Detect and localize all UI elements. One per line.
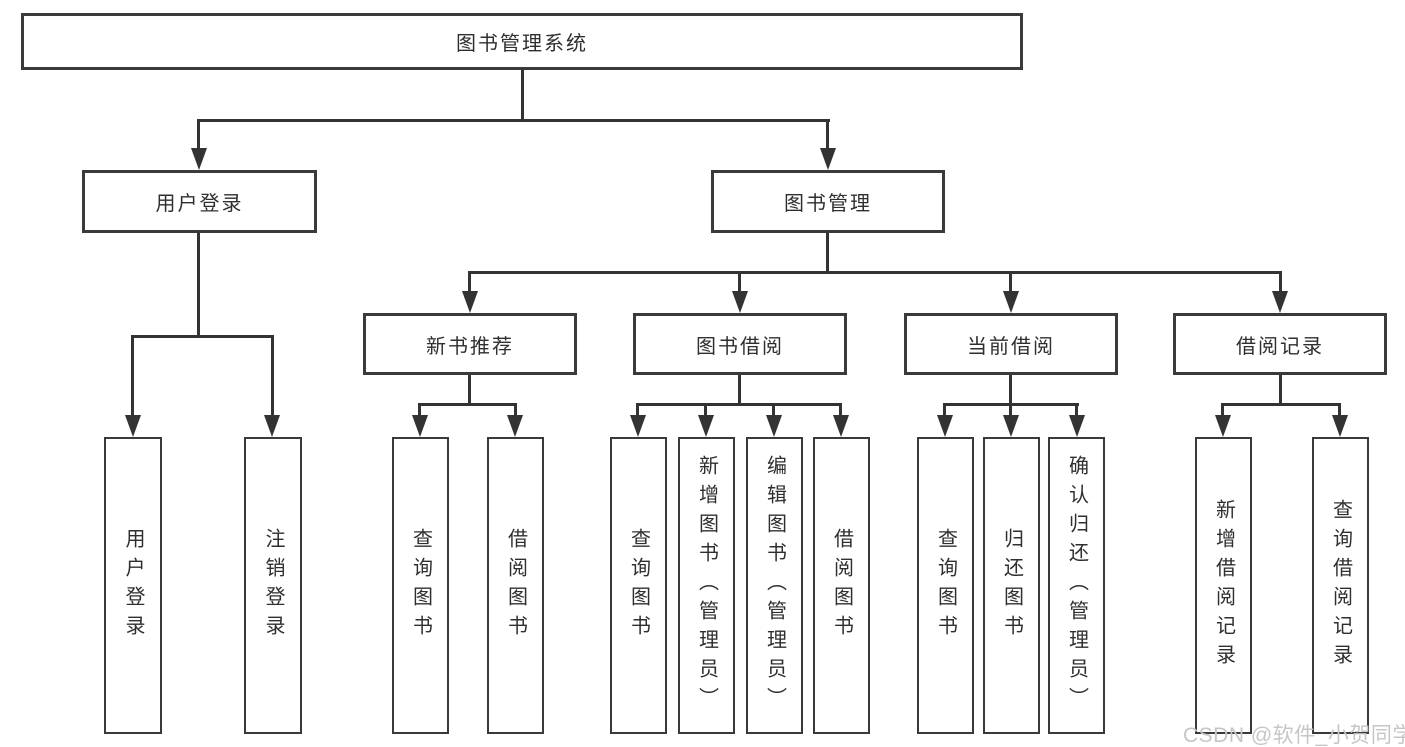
- connector-line: [1009, 403, 1012, 417]
- node-leaf-borrow-book-recommend: 借阅图书: [487, 437, 544, 734]
- connector-line: [704, 403, 707, 417]
- connector-line: [826, 233, 829, 274]
- node-leaf-query-borrow-record: 查询借阅记录: [1312, 437, 1369, 734]
- node-leaf-add-book-admin: 新增图书（管理员）: [678, 437, 735, 734]
- arrowhead-down-icon: [937, 415, 953, 437]
- node-book-borrowing: 图书借阅: [633, 313, 847, 375]
- connector-line: [772, 403, 775, 417]
- arrowhead-down-icon: [1069, 415, 1085, 437]
- node-leaf-edit-book-admin: 编辑图书（管理员）: [746, 437, 803, 734]
- connector-line: [839, 403, 842, 417]
- arrowhead-down-icon: [698, 415, 714, 437]
- arrowhead-down-icon: [820, 148, 836, 170]
- connector-line: [1009, 375, 1012, 406]
- connector-line: [1075, 403, 1078, 417]
- node-current-borrowing: 当前借阅: [904, 313, 1118, 375]
- connector-line: [636, 403, 639, 417]
- node-leaf-confirm-return-admin: 确认归还（管理员）: [1048, 437, 1105, 734]
- arrowhead-down-icon: [507, 415, 523, 437]
- connector-line: [738, 271, 741, 293]
- node-leaf-user-login: 用户登录: [104, 437, 162, 734]
- node-user-login: 用户登录: [82, 170, 317, 233]
- arrowhead-down-icon: [1003, 291, 1019, 313]
- node-leaf-logout: 注销登录: [244, 437, 302, 734]
- arrowhead-down-icon: [732, 291, 748, 313]
- connector-line: [1338, 403, 1341, 417]
- node-leaf-query-book-current: 查询图书: [917, 437, 974, 734]
- node-leaf-borrow-book: 借阅图书: [813, 437, 870, 734]
- connector-line: [468, 375, 471, 406]
- connector-line: [1221, 403, 1224, 417]
- node-book-management: 图书管理: [711, 170, 945, 233]
- connector-line: [271, 335, 274, 417]
- arrowhead-down-icon: [462, 291, 478, 313]
- node-new-book-recommend: 新书推荐: [363, 313, 577, 375]
- arrowhead-down-icon: [1272, 291, 1288, 313]
- connector-line: [943, 403, 946, 417]
- arrowhead-down-icon: [412, 415, 428, 437]
- arrowhead-down-icon: [191, 148, 207, 170]
- arrowhead-down-icon: [630, 415, 646, 437]
- arrowhead-down-icon: [833, 415, 849, 437]
- connector-line: [468, 271, 471, 293]
- connector-line: [418, 403, 421, 417]
- connector-line: [1279, 271, 1282, 293]
- node-leaf-query-book-recommend: 查询图书: [392, 437, 449, 734]
- arrowhead-down-icon: [1215, 415, 1231, 437]
- arrowhead-down-icon: [1332, 415, 1348, 437]
- node-leaf-return-book: 归还图书: [983, 437, 1040, 734]
- node-leaf-add-borrow-record: 新增借阅记录: [1195, 437, 1252, 734]
- arrowhead-down-icon: [766, 415, 782, 437]
- connector-line: [197, 119, 200, 150]
- connector-line: [418, 403, 517, 406]
- arrowhead-down-icon: [125, 415, 141, 437]
- connector-line: [197, 233, 200, 338]
- connector-line: [197, 119, 830, 122]
- connector-line: [131, 335, 134, 417]
- connector-line: [738, 375, 741, 406]
- connector-line: [826, 119, 829, 150]
- connector-line: [1279, 375, 1282, 406]
- arrowhead-down-icon: [264, 415, 280, 437]
- arrowhead-down-icon: [1003, 415, 1019, 437]
- connector-line: [1221, 403, 1341, 406]
- connector-line: [521, 69, 524, 121]
- connector-line: [131, 335, 273, 338]
- connector-line: [468, 271, 1282, 274]
- connector-line: [636, 403, 842, 406]
- node-leaf-query-book-borrowing: 查询图书: [610, 437, 667, 734]
- connector-line: [514, 403, 517, 417]
- node-library-management-system: 图书管理系统: [21, 13, 1023, 70]
- node-borrowing-records: 借阅记录: [1173, 313, 1387, 375]
- connector-line: [1009, 271, 1012, 293]
- csdn-watermark: CSDN @软件_小贺同学: [1183, 724, 1405, 747]
